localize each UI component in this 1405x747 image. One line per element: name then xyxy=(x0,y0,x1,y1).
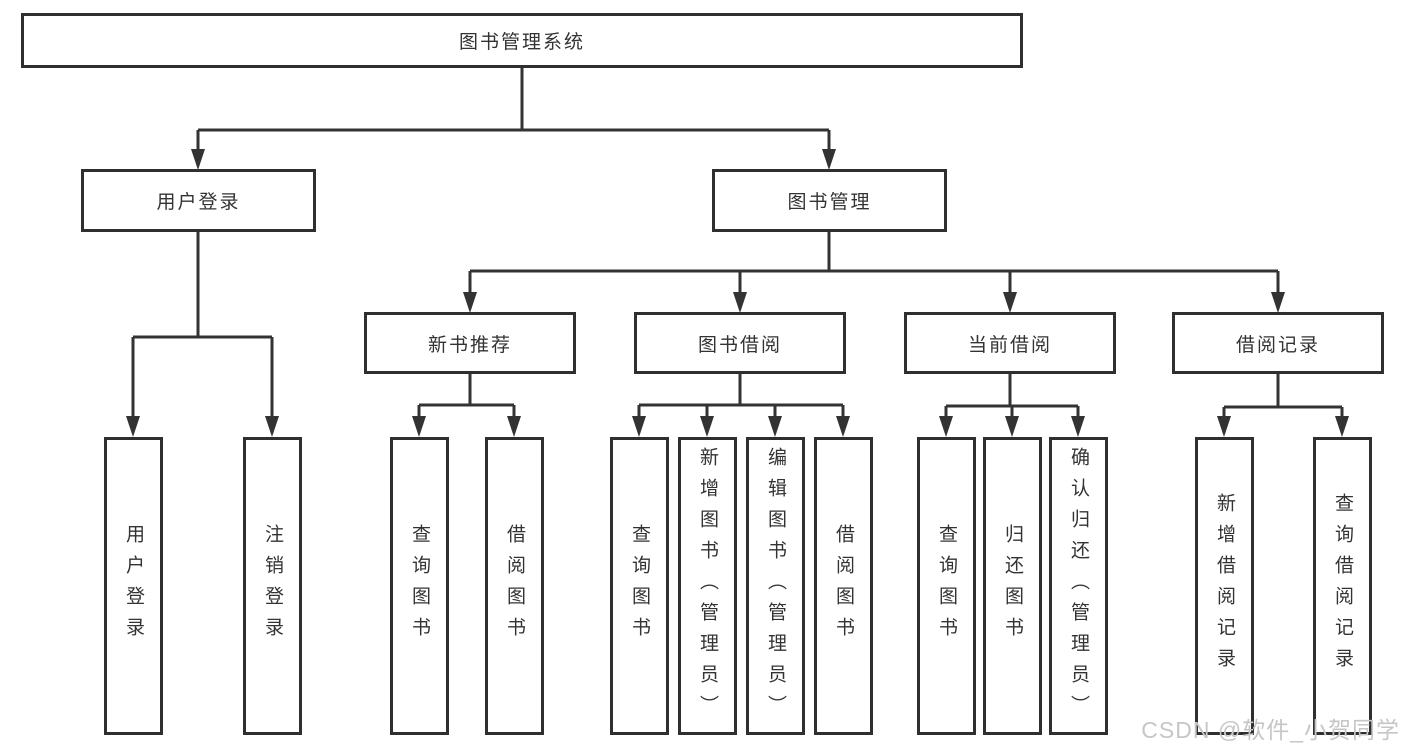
arrow-icon xyxy=(1005,416,1019,437)
edge-root-to-level2 xyxy=(196,68,831,166)
arrow-icon xyxy=(822,149,836,170)
arrow-icon xyxy=(700,416,714,437)
arrow-icon xyxy=(1271,292,1285,313)
node-leaf-borrow-books-borrowing: 借阅图书 xyxy=(814,437,873,735)
arrow-icon xyxy=(836,416,850,437)
node-leaf-return-books: 归还图书 xyxy=(983,437,1042,735)
node-label: 确认归还（管理员） xyxy=(1068,446,1089,726)
node-label: 用户登录 xyxy=(123,524,144,648)
edge-borrowing-to-leaves xyxy=(637,374,845,433)
arrow-icon xyxy=(1335,416,1349,437)
node-library-management-system: 图书管理系统 xyxy=(21,13,1023,68)
arrow-icon xyxy=(768,416,782,437)
edge-records-to-leaves xyxy=(1222,374,1344,433)
node-label: 新增图书（管理员） xyxy=(697,446,718,726)
arrow-icon xyxy=(1003,292,1017,313)
node-leaf-confirm-return-admin: 确认归还（管理员） xyxy=(1049,437,1108,735)
node-label: 注销登录 xyxy=(262,524,283,648)
node-label: 查询图书 xyxy=(409,524,430,648)
node-leaf-query-books-current: 查询图书 xyxy=(917,437,976,735)
node-label: 查询图书 xyxy=(629,524,650,648)
csdn-watermark: CSDN @软件_小贺同学 xyxy=(1141,717,1400,743)
arrow-icon xyxy=(939,416,953,437)
arrow-icon xyxy=(1217,416,1231,437)
edge-userlogin-to-leaves xyxy=(131,232,274,433)
node-leaf-query-books-newrec: 查询图书 xyxy=(390,437,449,735)
node-label: 归还图书 xyxy=(1002,524,1023,648)
arrow-icon xyxy=(733,292,747,313)
arrow-icon xyxy=(632,416,646,437)
arrow-icon xyxy=(1071,416,1085,437)
node-leaf-query-borrow-record: 查询借阅记录 xyxy=(1313,437,1372,735)
node-leaf-edit-books-admin: 编辑图书（管理员） xyxy=(746,437,805,735)
node-book-management: 图书管理 xyxy=(712,169,947,232)
node-leaf-user-login: 用户登录 xyxy=(104,437,163,735)
node-label: 编辑图书（管理员） xyxy=(765,446,786,726)
node-borrowing-records: 借阅记录 xyxy=(1172,312,1384,374)
node-label: 查询图书 xyxy=(936,524,957,648)
node-label: 借阅图书 xyxy=(833,524,854,648)
node-leaf-logout: 注销登录 xyxy=(243,437,302,735)
node-current-borrowing: 当前借阅 xyxy=(904,312,1116,374)
node-leaf-borrow-books-newrec: 借阅图书 xyxy=(485,437,544,735)
arrow-icon xyxy=(412,416,426,437)
arrow-icon xyxy=(191,149,205,170)
edge-bookmgmt-to-level3 xyxy=(468,232,1280,309)
node-leaf-query-books-borrowing: 查询图书 xyxy=(610,437,669,735)
node-label: 新增借阅记录 xyxy=(1214,493,1235,679)
node-label: 查询借阅记录 xyxy=(1332,493,1353,679)
edge-newbooks-to-leaves xyxy=(417,374,516,433)
arrow-icon xyxy=(507,416,521,437)
arrow-icon xyxy=(126,416,140,437)
node-user-login: 用户登录 xyxy=(81,169,316,232)
node-new-book-recommend: 新书推荐 xyxy=(364,312,576,374)
node-label: 借阅图书 xyxy=(504,524,525,648)
node-leaf-add-borrow-record: 新增借阅记录 xyxy=(1195,437,1254,735)
arrow-icon xyxy=(265,416,279,437)
node-leaf-add-books-admin: 新增图书（管理员） xyxy=(678,437,737,735)
node-book-borrowing: 图书借阅 xyxy=(634,312,846,374)
arrowheads xyxy=(126,149,1349,437)
arrow-icon xyxy=(463,292,477,313)
